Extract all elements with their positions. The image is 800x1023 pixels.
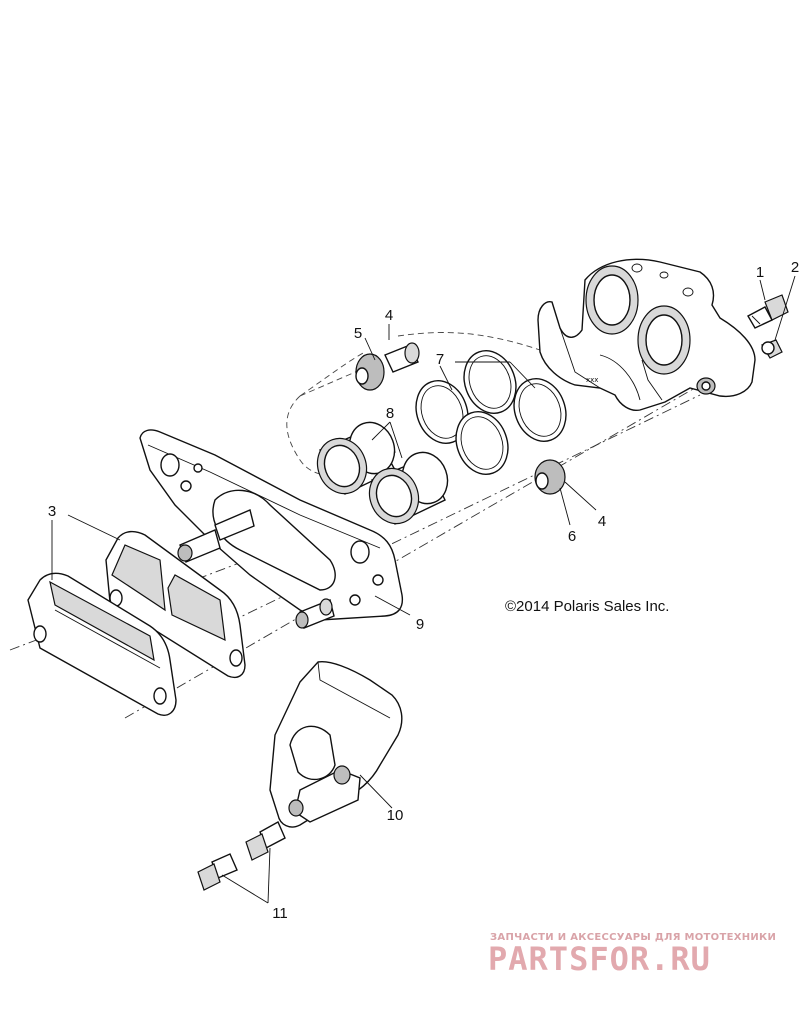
leader-lines bbox=[51, 275, 796, 904]
callout-4-upper: 4 bbox=[385, 307, 393, 324]
watermark-tagline: ЗАПЧАСТИ И АКСЕССУАРЫ ДЛЯ МОТОТЕХНИКИ bbox=[490, 932, 776, 943]
guide-pin-upper bbox=[355, 342, 420, 391]
callout-4-lower: 4 bbox=[598, 513, 606, 530]
callout-10: 10 bbox=[387, 807, 404, 824]
guide-pin-lower bbox=[534, 459, 566, 495]
callout-1: 1 bbox=[756, 264, 764, 281]
pistons bbox=[316, 421, 449, 525]
piston-seals bbox=[415, 350, 567, 475]
callout-3: 3 bbox=[48, 503, 56, 520]
callout-2: 2 bbox=[791, 259, 799, 276]
lower-bracket bbox=[269, 661, 403, 828]
callout-5: 5 bbox=[354, 325, 362, 342]
mounting-bolts bbox=[197, 821, 286, 891]
callout-11: 11 bbox=[272, 905, 288, 922]
callout-8: 8 bbox=[386, 405, 394, 422]
watermark-brand: PARTSFOR.RU bbox=[488, 940, 711, 978]
bleeder-cap bbox=[761, 339, 783, 359]
watermark: ЗАПЧАСТИ И АКСЕССУАРЫ ДЛЯ МОТОТЕХНИКИ PA… bbox=[488, 932, 776, 978]
mounting-bracket bbox=[139, 429, 404, 629]
caliper-body: xxx bbox=[537, 258, 756, 412]
callout-9: 9 bbox=[416, 616, 424, 633]
caliper-marking: xxx bbox=[586, 376, 598, 384]
callout-7: 7 bbox=[436, 351, 444, 368]
bleeder-screw bbox=[747, 294, 789, 329]
brake-pads bbox=[27, 530, 246, 716]
copyright-notice: ©2014 Polaris Sales Inc. bbox=[505, 598, 669, 615]
callout-labels: 1 2 3 4 4 5 6 7 8 9 10 11 bbox=[48, 259, 799, 922]
callout-6: 6 bbox=[568, 528, 576, 545]
